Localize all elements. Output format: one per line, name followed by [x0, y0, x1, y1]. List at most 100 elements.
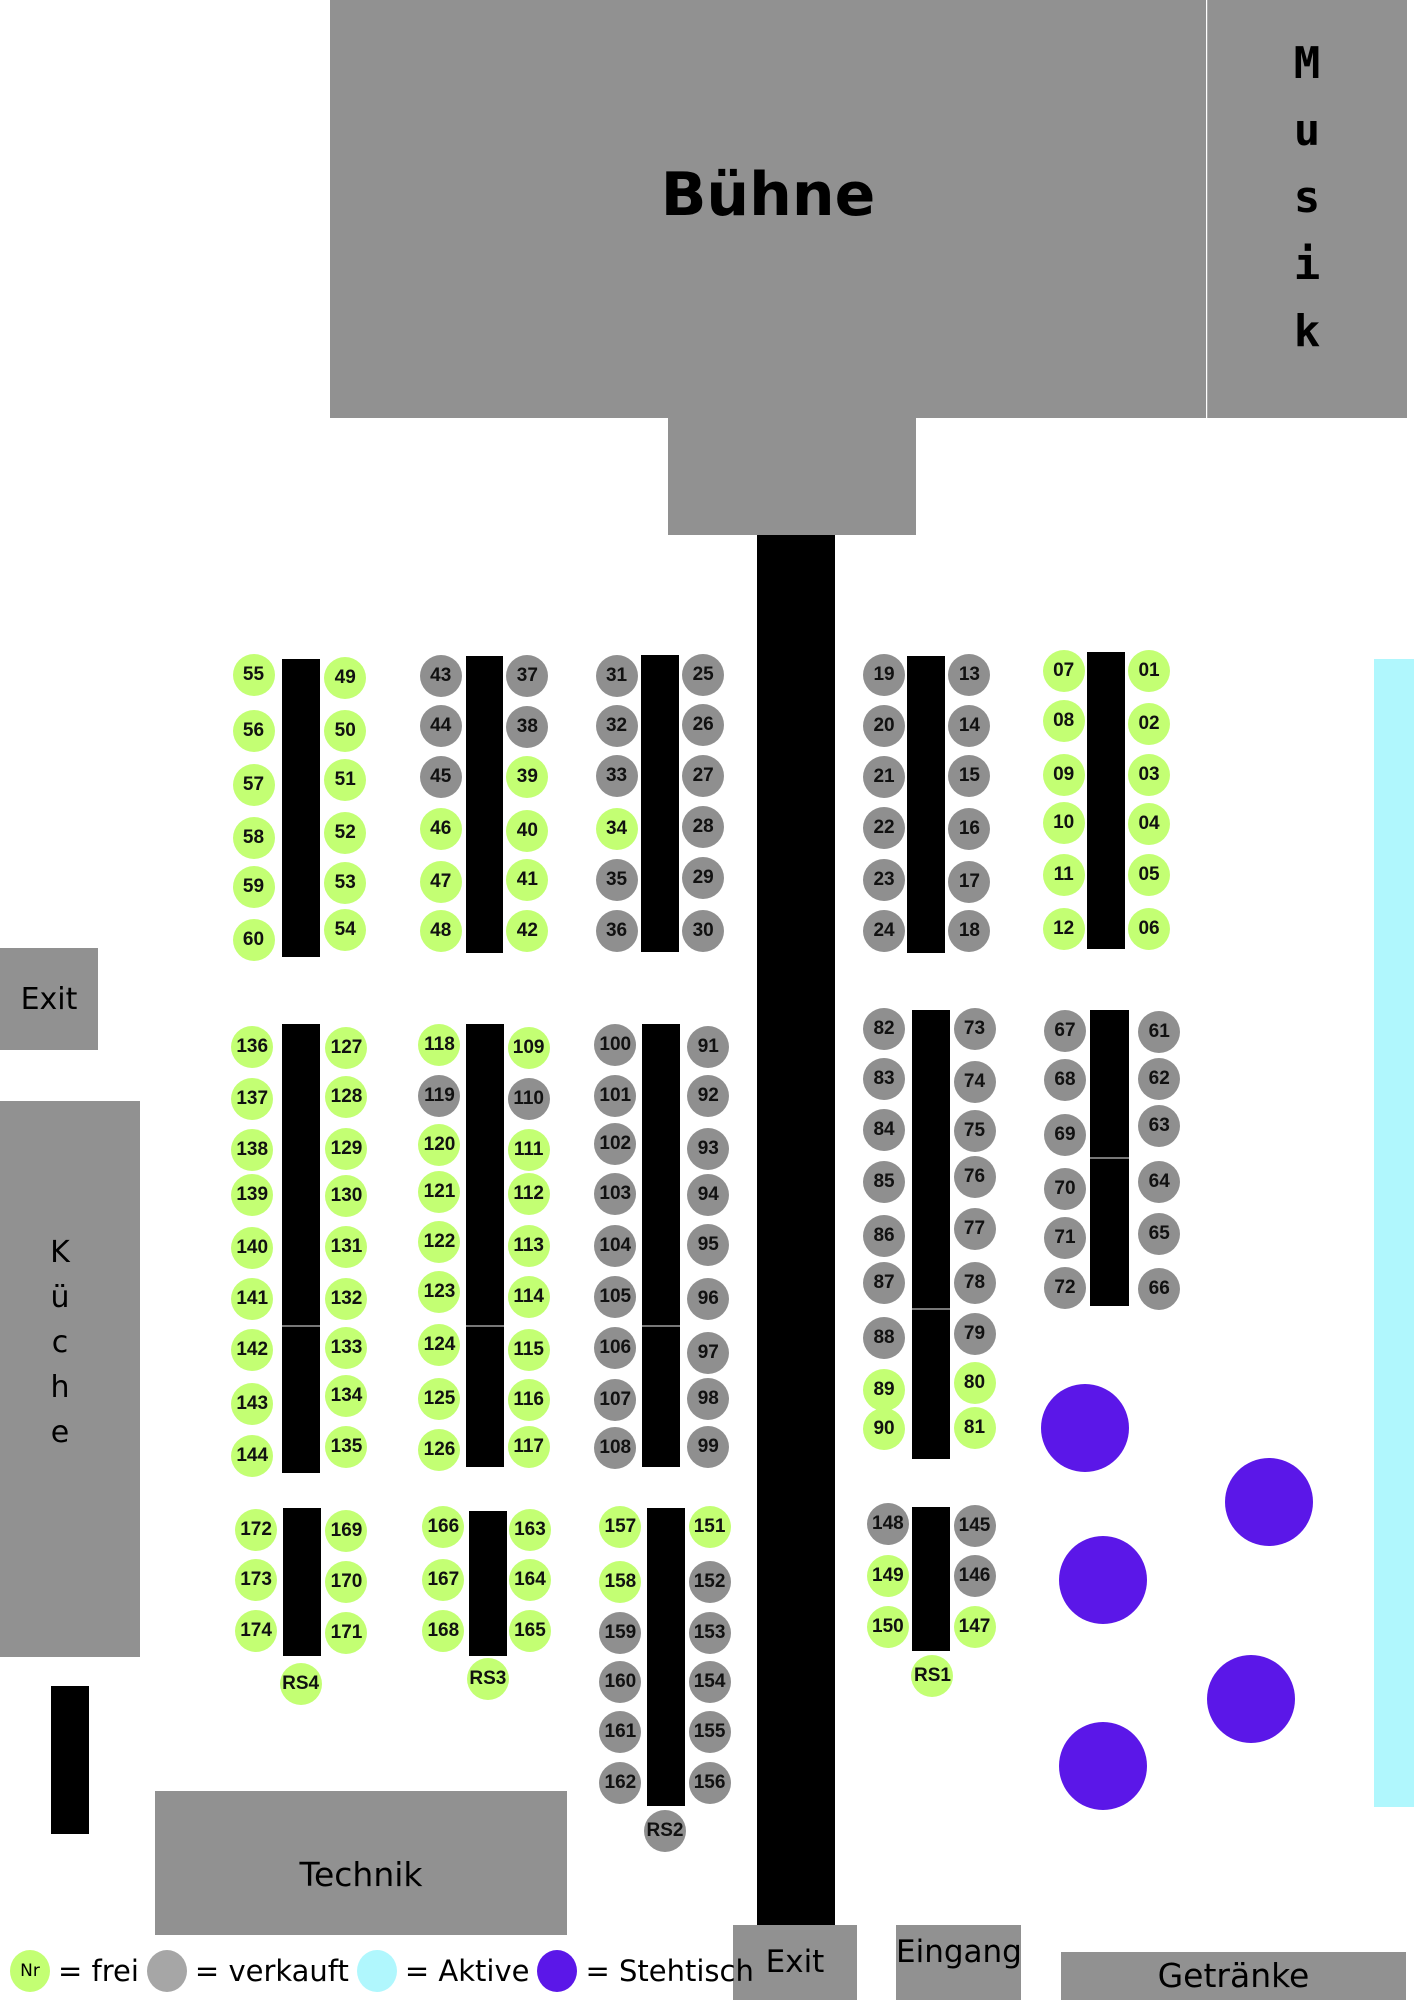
seat-168[interactable]: 168 — [422, 1609, 465, 1652]
seat-36[interactable]: 36 — [595, 910, 638, 953]
seat-43[interactable]: 43 — [419, 655, 462, 698]
seat-59[interactable]: 59 — [232, 865, 275, 908]
seat-115[interactable]: 115 — [507, 1329, 550, 1372]
seat-126[interactable]: 126 — [418, 1428, 461, 1471]
seat-05[interactable]: 05 — [1128, 854, 1171, 897]
seat-14[interactable]: 14 — [948, 705, 991, 748]
seat-91[interactable]: 91 — [687, 1026, 730, 1069]
seat-92[interactable]: 92 — [687, 1074, 730, 1117]
seat-155[interactable]: 155 — [688, 1711, 731, 1754]
seat-28[interactable]: 28 — [682, 805, 725, 848]
seat-56[interactable]: 56 — [232, 710, 275, 753]
standing-table[interactable] — [1206, 1655, 1295, 1744]
seat-123[interactable]: 123 — [418, 1270, 461, 1313]
seat-20[interactable]: 20 — [863, 705, 906, 748]
seat-69[interactable]: 69 — [1043, 1114, 1086, 1157]
seat-58[interactable]: 58 — [232, 817, 275, 860]
seat-55[interactable]: 55 — [232, 654, 275, 697]
seat-100[interactable]: 100 — [594, 1023, 637, 1066]
seat-22[interactable]: 22 — [863, 807, 906, 850]
seat-95[interactable]: 95 — [687, 1223, 730, 1266]
seat-144[interactable]: 144 — [231, 1435, 274, 1478]
seat-108[interactable]: 108 — [594, 1427, 637, 1470]
seat-111[interactable]: 111 — [507, 1129, 550, 1172]
seat-38[interactable]: 38 — [506, 706, 549, 749]
seat-86[interactable]: 86 — [863, 1214, 906, 1257]
seat-07[interactable]: 07 — [1042, 650, 1085, 693]
seat-35[interactable]: 35 — [595, 859, 638, 902]
seat-18[interactable]: 18 — [948, 910, 991, 953]
seat-83[interactable]: 83 — [863, 1057, 906, 1100]
seat-158[interactable]: 158 — [599, 1561, 642, 1604]
seat-73[interactable]: 73 — [953, 1008, 996, 1051]
seat-62[interactable]: 62 — [1138, 1057, 1181, 1100]
seat-44[interactable]: 44 — [419, 705, 462, 748]
seat-97[interactable]: 97 — [687, 1331, 730, 1374]
seat-76[interactable]: 76 — [953, 1156, 996, 1199]
seat-140[interactable]: 140 — [231, 1227, 274, 1270]
seat-64[interactable]: 64 — [1138, 1161, 1181, 1204]
standing-table[interactable] — [1059, 1535, 1148, 1624]
seat-106[interactable]: 106 — [594, 1326, 637, 1369]
seat-87[interactable]: 87 — [863, 1261, 906, 1304]
standing-table[interactable] — [1059, 1721, 1148, 1810]
seat-rs2[interactable]: RS2 — [643, 1809, 686, 1852]
seat-130[interactable]: 130 — [325, 1175, 368, 1218]
seat-65[interactable]: 65 — [1138, 1213, 1181, 1256]
seat-119[interactable]: 119 — [418, 1074, 461, 1117]
seat-112[interactable]: 112 — [507, 1172, 550, 1215]
seat-165[interactable]: 165 — [508, 1609, 551, 1652]
seat-66[interactable]: 66 — [1138, 1268, 1181, 1311]
seat-33[interactable]: 33 — [595, 754, 638, 797]
seat-24[interactable]: 24 — [863, 910, 906, 953]
seat-30[interactable]: 30 — [682, 910, 725, 953]
seat-21[interactable]: 21 — [863, 756, 906, 799]
seat-15[interactable]: 15 — [948, 754, 991, 797]
seat-67[interactable]: 67 — [1043, 1009, 1086, 1052]
seat-164[interactable]: 164 — [508, 1558, 551, 1601]
seat-47[interactable]: 47 — [419, 860, 462, 903]
seat-166[interactable]: 166 — [422, 1506, 465, 1549]
seat-54[interactable]: 54 — [324, 908, 367, 951]
seat-162[interactable]: 162 — [599, 1762, 642, 1805]
seat-09[interactable]: 09 — [1042, 753, 1085, 796]
seat-146[interactable]: 146 — [953, 1554, 996, 1597]
seat-136[interactable]: 136 — [231, 1026, 274, 1069]
seat-19[interactable]: 19 — [863, 654, 906, 697]
seat-113[interactable]: 113 — [507, 1224, 550, 1267]
seat-138[interactable]: 138 — [231, 1129, 274, 1172]
seat-131[interactable]: 131 — [325, 1226, 368, 1269]
seat-93[interactable]: 93 — [687, 1128, 730, 1171]
seat-102[interactable]: 102 — [594, 1122, 637, 1165]
seat-103[interactable]: 103 — [594, 1172, 637, 1215]
seat-145[interactable]: 145 — [953, 1505, 996, 1548]
seat-34[interactable]: 34 — [595, 808, 638, 851]
seat-127[interactable]: 127 — [325, 1027, 368, 1070]
seat-63[interactable]: 63 — [1138, 1105, 1181, 1148]
seat-169[interactable]: 169 — [325, 1510, 368, 1553]
seat-99[interactable]: 99 — [687, 1426, 730, 1469]
seat-53[interactable]: 53 — [324, 861, 367, 904]
seat-129[interactable]: 129 — [325, 1128, 368, 1171]
seat-114[interactable]: 114 — [507, 1275, 550, 1318]
seat-150[interactable]: 150 — [866, 1605, 909, 1648]
seat-17[interactable]: 17 — [948, 860, 991, 903]
seat-90[interactable]: 90 — [863, 1408, 906, 1451]
standing-table[interactable] — [1041, 1384, 1130, 1472]
seat-41[interactable]: 41 — [506, 859, 549, 902]
seat-03[interactable]: 03 — [1128, 753, 1171, 796]
seat-141[interactable]: 141 — [231, 1278, 274, 1321]
seat-147[interactable]: 147 — [953, 1605, 996, 1648]
seat-88[interactable]: 88 — [863, 1316, 906, 1359]
seat-49[interactable]: 49 — [324, 656, 367, 699]
seat-170[interactable]: 170 — [325, 1561, 368, 1604]
seat-rs1[interactable]: RS1 — [911, 1655, 954, 1698]
seat-172[interactable]: 172 — [235, 1508, 278, 1551]
seat-16[interactable]: 16 — [948, 808, 991, 851]
seat-167[interactable]: 167 — [422, 1558, 465, 1601]
seat-135[interactable]: 135 — [325, 1426, 368, 1469]
seat-163[interactable]: 163 — [508, 1508, 551, 1551]
seat-116[interactable]: 116 — [507, 1378, 550, 1421]
seat-107[interactable]: 107 — [594, 1378, 637, 1421]
seat-39[interactable]: 39 — [506, 756, 549, 799]
